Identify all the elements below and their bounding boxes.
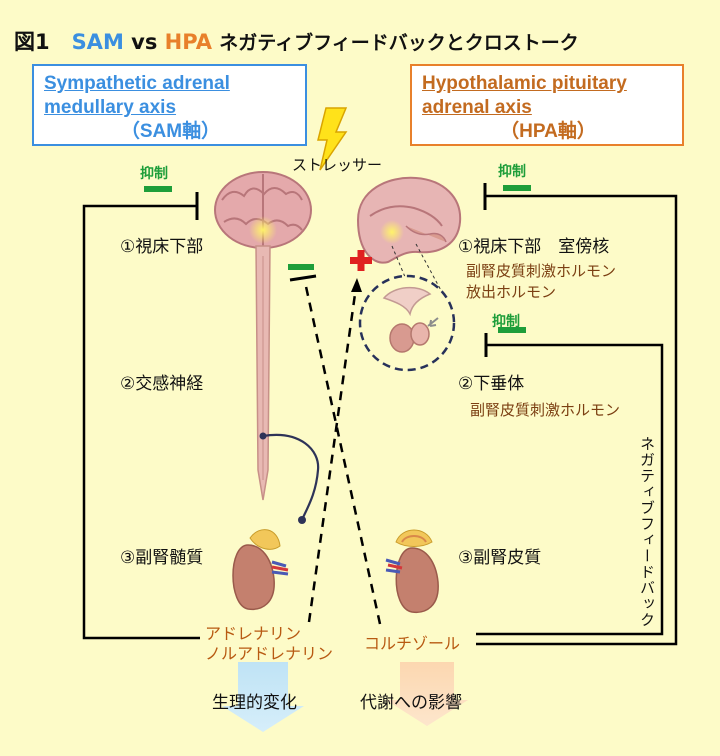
adrenal-medulla-label: ③副腎髄質	[120, 548, 204, 568]
hpa-feedback-line-outer	[476, 194, 678, 646]
crosstalk-stimulate-arrowhead	[351, 278, 362, 292]
acth-label: 副腎皮質刺激ホルモン	[470, 401, 621, 419]
adrenal-cortex-label: ③副腎皮質	[458, 548, 542, 568]
sympathetic-nerve	[262, 433, 320, 521]
sam-feedback-line	[82, 204, 200, 640]
hpa-axis-box: Hypothalamic pituitary adrenal axis （HPA…	[410, 64, 684, 146]
stressor-lightning-icon	[317, 107, 348, 171]
sympathetic-nerve-label: ②交感神経	[120, 374, 204, 394]
crosstalk-inhibit-mark	[288, 264, 314, 270]
hpa-inhibit-label-pituitary: 抑制	[492, 314, 520, 330]
figure-title: 図1 SAM vs HPA ネガティブフィードバックとクロストーク	[14, 30, 579, 54]
crh-label-line2: 放出ホルモン	[466, 283, 557, 301]
crosstalk-cortisol-inhibition	[303, 281, 382, 625]
sam-inhibit-label: 抑制	[140, 166, 168, 182]
hpa-inhibit-mark-pituitary	[498, 327, 526, 333]
adrenal-cortex-kidney-icon	[385, 529, 439, 614]
pituitary-icon	[382, 286, 439, 353]
hpa-brain-icon	[356, 176, 462, 264]
metabolic-effect-label: 代謝への影響	[360, 693, 462, 713]
physiological-change-label: 生理的変化	[212, 693, 297, 713]
sam-hypothalamus-label: ①視床下部	[120, 237, 204, 257]
sam-brain-icon	[214, 171, 312, 249]
noradrenaline-label: ノルアドレナリン	[205, 644, 334, 663]
hpa-feedback-line-inner	[476, 343, 664, 636]
physiological-change-arrow	[222, 662, 304, 732]
crh-label-line1: 副腎皮質刺激ホルモン	[466, 262, 617, 280]
crosstalk-stimulate-plus-icon	[350, 250, 372, 271]
crosstalk-adrenaline-stimulation	[307, 286, 358, 623]
sam-inhibit-mark	[144, 186, 172, 192]
hpa-inhibit-label-top: 抑制	[498, 164, 526, 180]
metabolic-effect-arrow	[386, 662, 468, 726]
crosstalk-inhibit-bar	[289, 274, 317, 282]
pituitary-zoom-circle	[358, 274, 456, 372]
cortisol-label: コルチゾール	[364, 634, 461, 653]
adrenaline-label: アドレナリン	[205, 624, 302, 643]
adrenal-medulla-kidney-icon	[232, 529, 289, 611]
sam-axis-box: Sympathetic adrenal medullary axis （SAM軸…	[32, 64, 307, 146]
stressor-label: ストレッサー	[292, 156, 383, 174]
negative-feedback-label: ネガティブフィードバック	[638, 436, 656, 628]
hpa-hypothalamus-label: ①視床下部 室傍核	[458, 237, 610, 257]
pituitary-label: ②下垂体	[458, 374, 525, 394]
hpa-inhibit-mark-top	[503, 185, 531, 191]
